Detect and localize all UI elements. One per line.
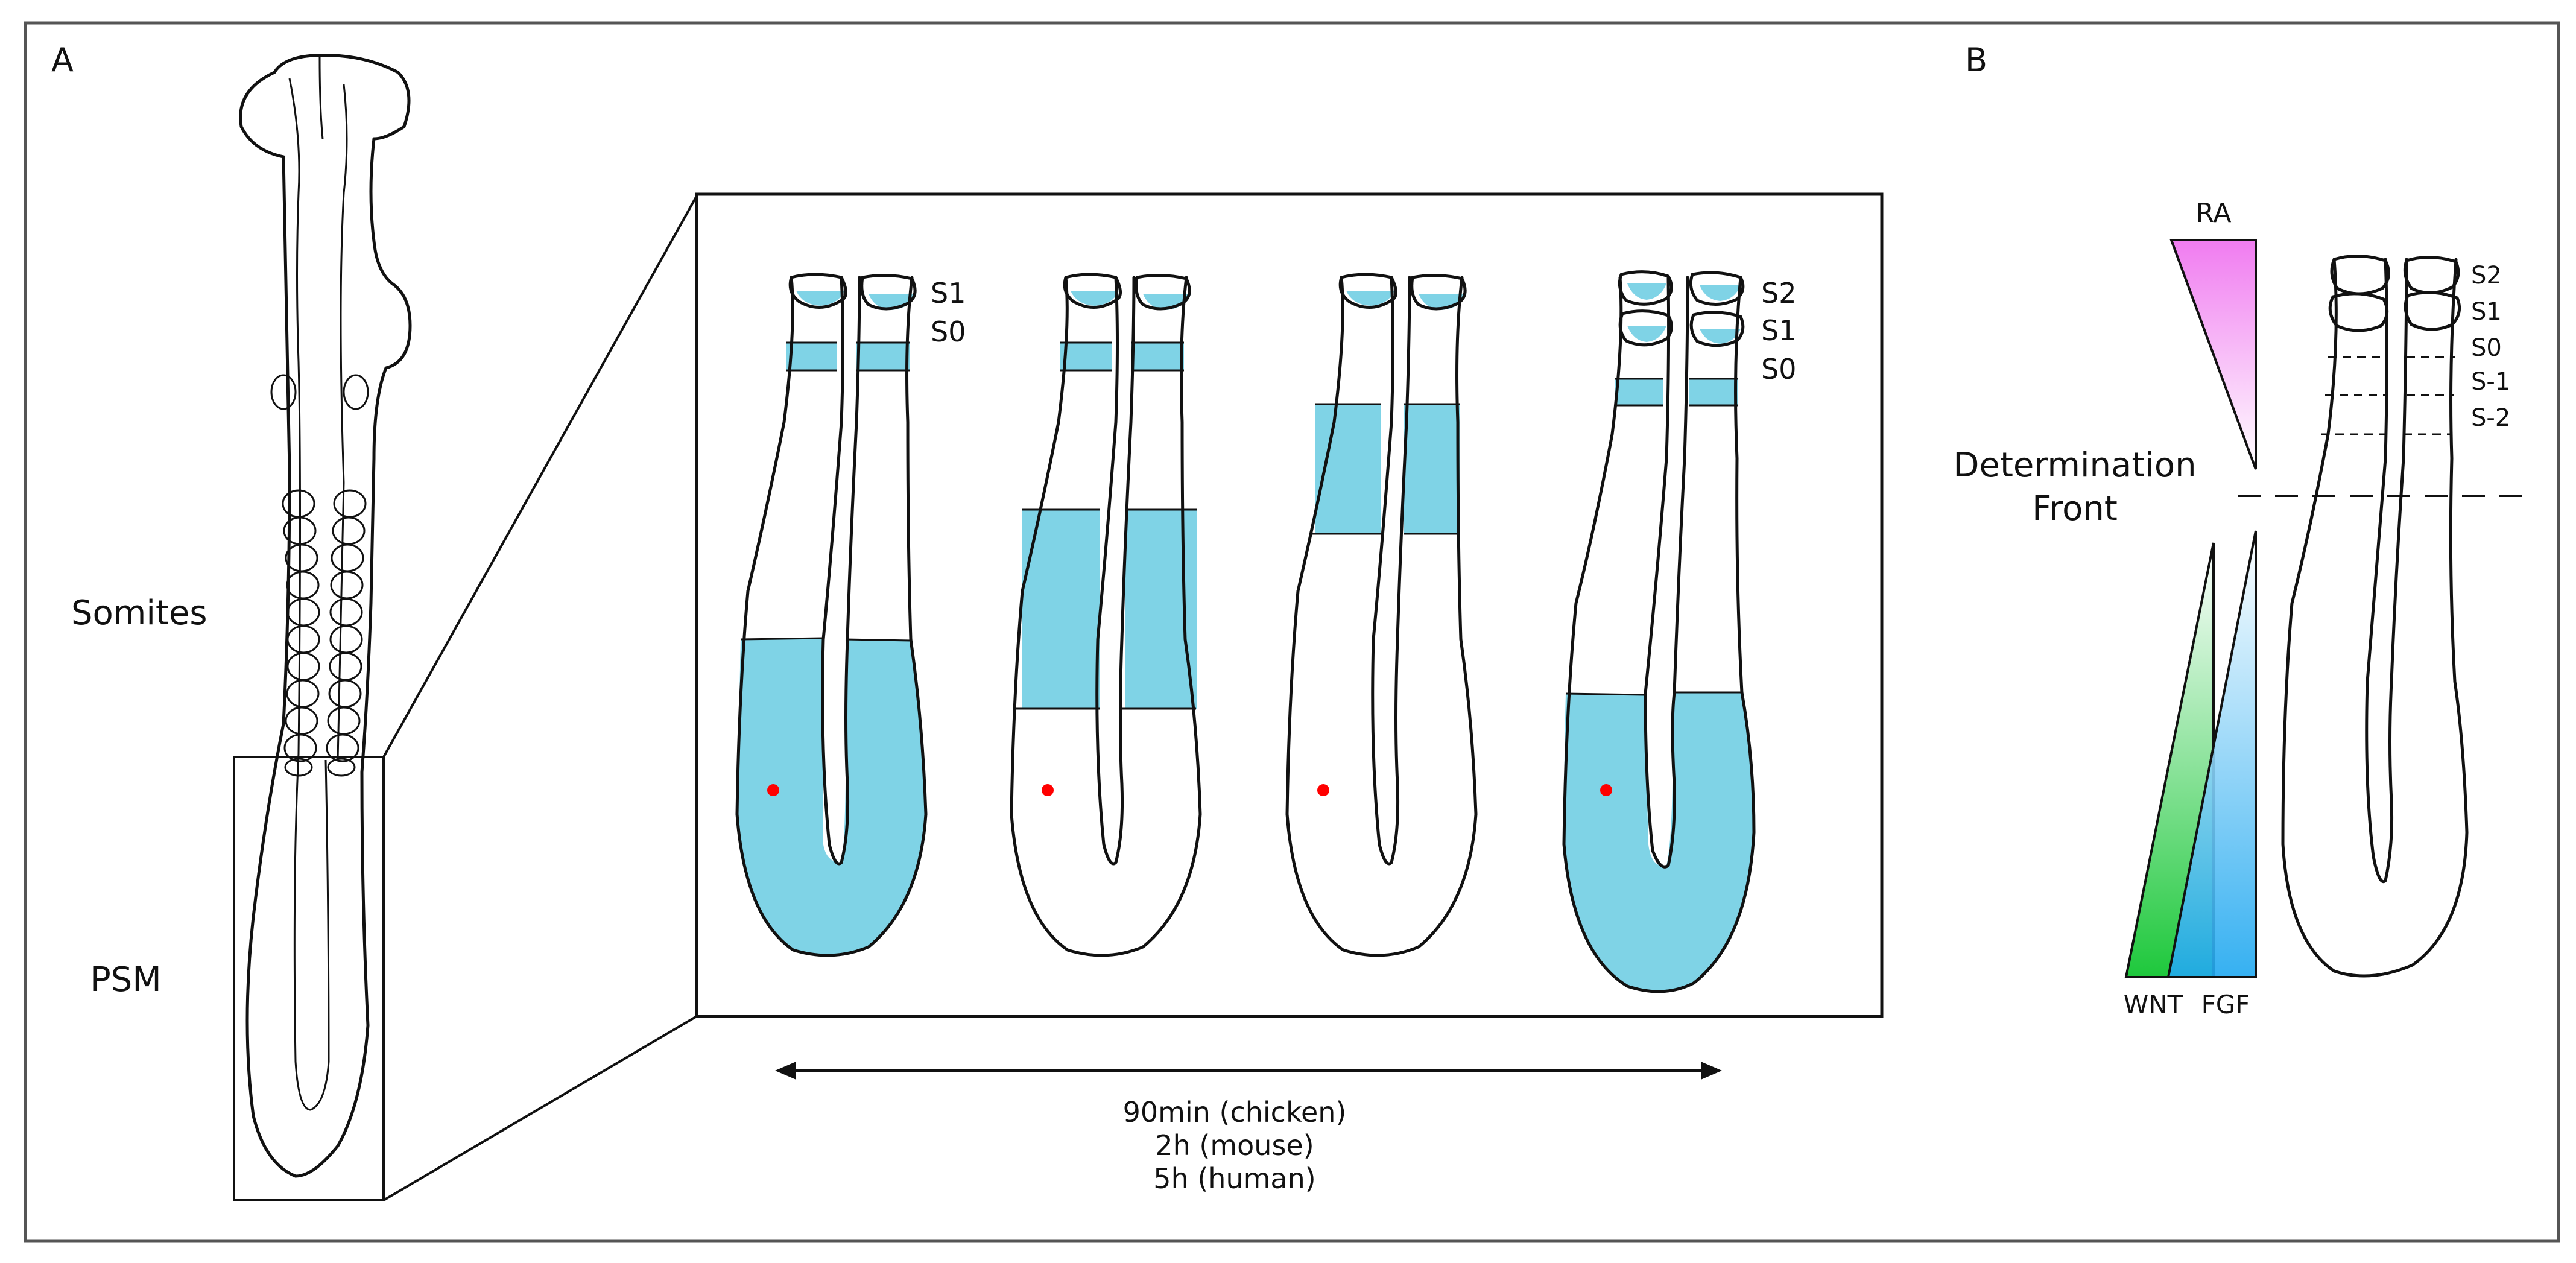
zoom-region-box [233,756,385,1201]
figure-frame [24,21,2560,1243]
psm-label: PSM [90,960,162,999]
timeline-human: 5h (human) [1153,1162,1315,1195]
timeline-chicken: 90min (chicken) [1123,1096,1347,1128]
somite-column-right [326,489,367,777]
zoom-line-bottom [382,1015,698,1201]
marker-dot-4 [1600,784,1612,796]
b-label-s-2: S-2 [2471,404,2510,432]
stage1-label-s0: S0 [931,315,966,348]
panel-a-label: A [51,41,74,79]
marker-dot-2 [1042,784,1054,796]
fgf-label: FGF [2201,990,2250,1019]
fgf-gradient [2166,530,2257,978]
marker-dot-1 [767,784,779,796]
zoom-line-top [382,195,698,758]
embryo-drawing [239,54,412,1178]
ra-gradient [2169,239,2257,470]
stage1-label-s1: S1 [931,277,966,309]
determination-front-line2: Front [2032,489,2118,528]
wnt-label: WNT [2124,990,2183,1019]
timeline-mouse: 2h (mouse) [1155,1129,1314,1162]
b-label-s-1: S-1 [2471,368,2510,396]
psm-stage-4 [1562,270,1756,993]
psm-schematic-b [2281,255,2469,978]
b-label-s0: S0 [2471,334,2502,362]
b-label-s2: S2 [2471,262,2502,290]
stage4-label-s0: S0 [1761,353,1796,385]
marker-dot-3 [1317,784,1329,796]
panel-b-label: B [1965,41,1987,79]
timeline-arrow [775,1062,1722,1080]
b-label-s1: S1 [2471,298,2502,326]
stage4-label-s2: S2 [1761,277,1796,309]
psm-stage-2 [1010,273,1202,957]
stage4-label-s1: S1 [1761,314,1796,347]
ra-label: RA [2196,198,2232,229]
psm-stage-1 [735,273,928,957]
psm-stage-3 [1285,273,1478,957]
somites-label: Somites [71,594,207,633]
enlarged-psm-box [695,192,1884,1018]
somite-column-left [282,489,320,777]
determination-front-line1: Determination [1953,446,2196,485]
